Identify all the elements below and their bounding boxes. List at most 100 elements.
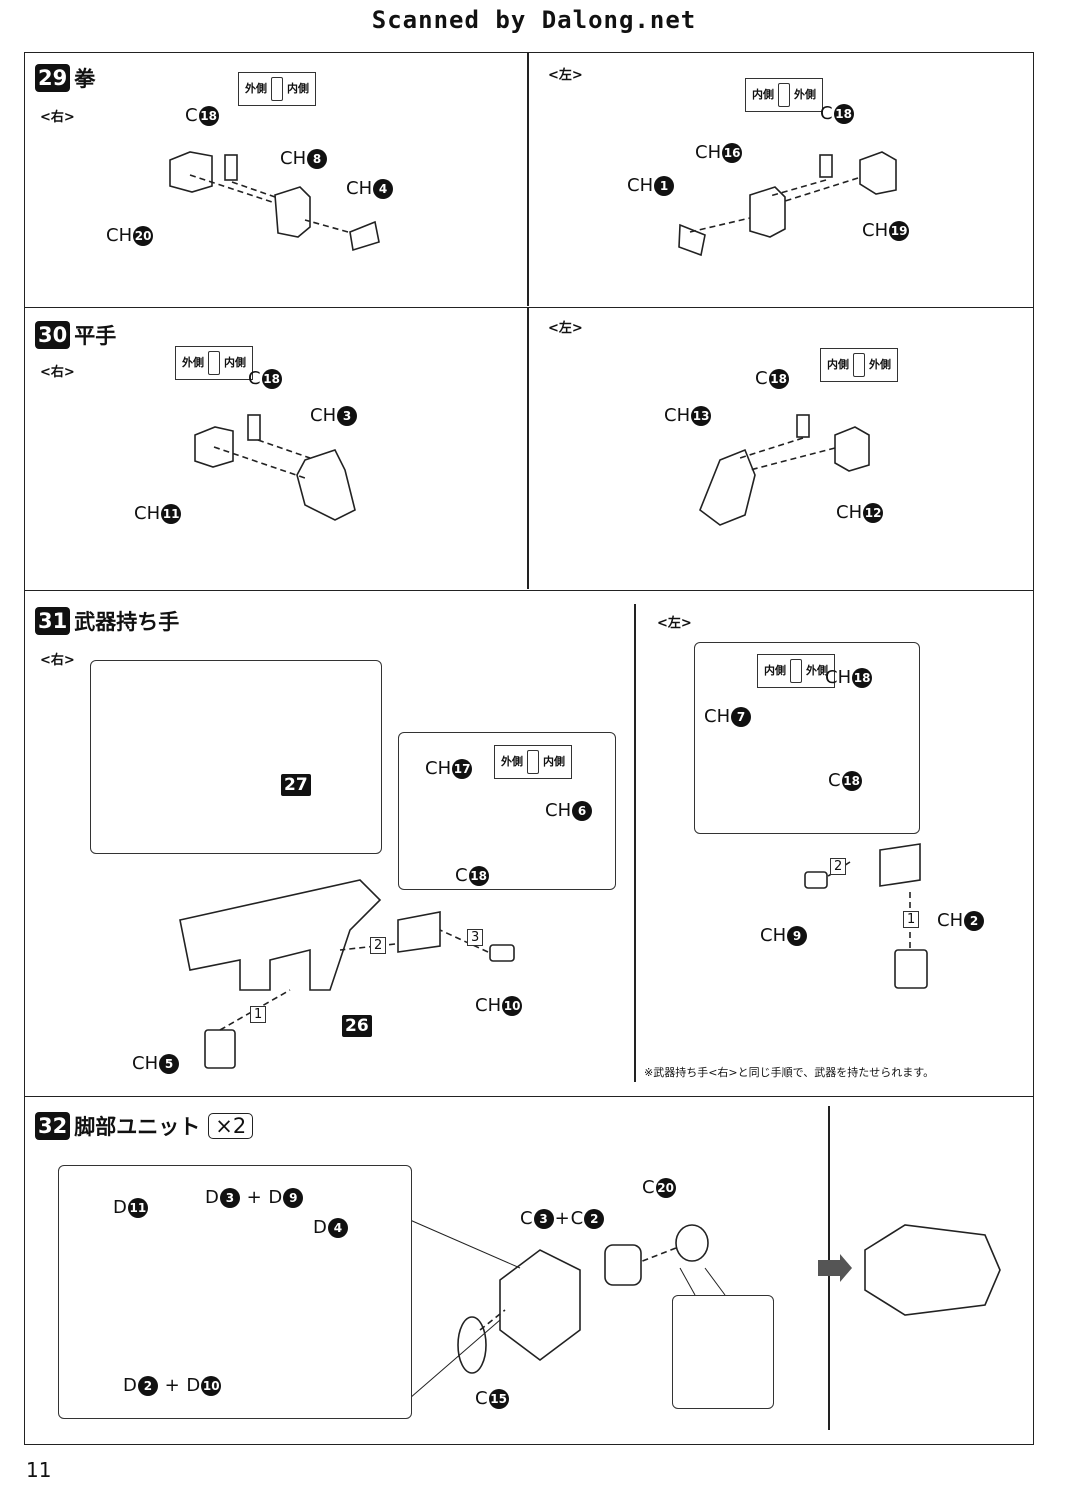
part-c15-sketch	[457, 1316, 487, 1374]
part-ch3-hand-sketch	[296, 449, 356, 521]
side-left-label: <左>	[548, 321, 583, 336]
part-c18-30l-sketch	[796, 414, 810, 438]
step-title: 拳	[74, 67, 96, 91]
part-c3-c2-sketch	[604, 1244, 642, 1286]
part-ch4-sketch	[349, 220, 380, 252]
order-number: 1	[903, 911, 920, 928]
page-number: 11	[26, 1458, 52, 1482]
step-31-note: ※武器持ち手<右>と同じ手順で、武器を持たせられます。	[644, 1066, 935, 1079]
side-left-label: <左>	[657, 616, 692, 631]
step-number: 31	[35, 607, 71, 635]
divider-31	[634, 604, 636, 1082]
part-tag-27: 27	[281, 774, 311, 796]
part-ch5-sketch	[204, 1029, 236, 1069]
step-31-heading: 31 武器持ち手	[35, 606, 179, 636]
orientation-icon: 内側外側	[757, 654, 835, 688]
orientation-icon: 外側内側	[175, 346, 253, 380]
order-number: 3	[467, 929, 484, 946]
orientation-icon: 外側内側	[238, 72, 316, 106]
leg-final-sketch	[864, 1224, 1001, 1316]
step-number: 29	[35, 64, 71, 92]
arrow-icon	[818, 1254, 852, 1282]
part-31l-grip-sketch	[879, 843, 921, 887]
step-title: 武器持ち手	[74, 610, 180, 634]
leg-detail-box	[58, 1165, 412, 1419]
part-ch13-hand-sketch	[699, 448, 756, 526]
step-title: 脚部ユニット	[74, 1115, 201, 1139]
part-c20-sketch	[675, 1224, 709, 1262]
weapon-26-sketch	[179, 879, 382, 991]
step-number: 30	[35, 321, 71, 349]
divider-30	[527, 307, 529, 589]
part-c18-sketch	[224, 154, 238, 181]
c20-detail-box	[672, 1295, 774, 1409]
part-ch1-sketch	[678, 223, 706, 257]
orientation-icon: 内側外側	[745, 78, 823, 112]
part-ch12-sketch	[834, 426, 870, 472]
order-number: 2	[370, 937, 387, 954]
weapon-27-box	[90, 660, 382, 854]
step-number: 32	[35, 1112, 71, 1140]
orientation-icon: 内側外側	[820, 348, 898, 382]
side-right-label: <右>	[40, 365, 75, 380]
step-29-heading: 29 拳	[35, 63, 95, 93]
orientation-icon: 外側内側	[494, 745, 572, 779]
part-ch19-sketch	[859, 151, 897, 195]
grip-detail-box-left	[694, 642, 920, 834]
step-30-heading: 30 平手	[35, 320, 116, 350]
part-ch16-sketch	[749, 186, 786, 238]
part-ch8-sketch	[274, 186, 311, 238]
part-31r-grip-sketch	[397, 911, 441, 953]
side-right-label: <右>	[40, 653, 75, 668]
side-right-label: <右>	[40, 110, 75, 125]
panel-step-29	[24, 52, 1034, 308]
leg-assembly-sketch	[499, 1249, 581, 1361]
part-ch11-sketch	[194, 426, 234, 468]
part-ch10-sketch	[489, 944, 515, 962]
part-ch2-sketch	[894, 949, 928, 989]
order-number: 2	[830, 858, 847, 875]
step-title: 平手	[74, 324, 117, 348]
order-number: 1	[250, 1006, 267, 1023]
part-ch20-sketch	[169, 151, 213, 193]
step-32-heading: 32 脚部ユニット ×2	[35, 1111, 254, 1141]
part-c18-30r-sketch	[247, 414, 261, 441]
quantity-badge: ×2	[208, 1113, 254, 1139]
divider-29	[527, 52, 529, 306]
part-ch9-sketch	[804, 871, 828, 889]
part-c18-left-sketch	[819, 154, 833, 178]
scan-credit: Scanned by Dalong.net	[371, 6, 697, 34]
part-tag-26: 26	[342, 1015, 372, 1037]
